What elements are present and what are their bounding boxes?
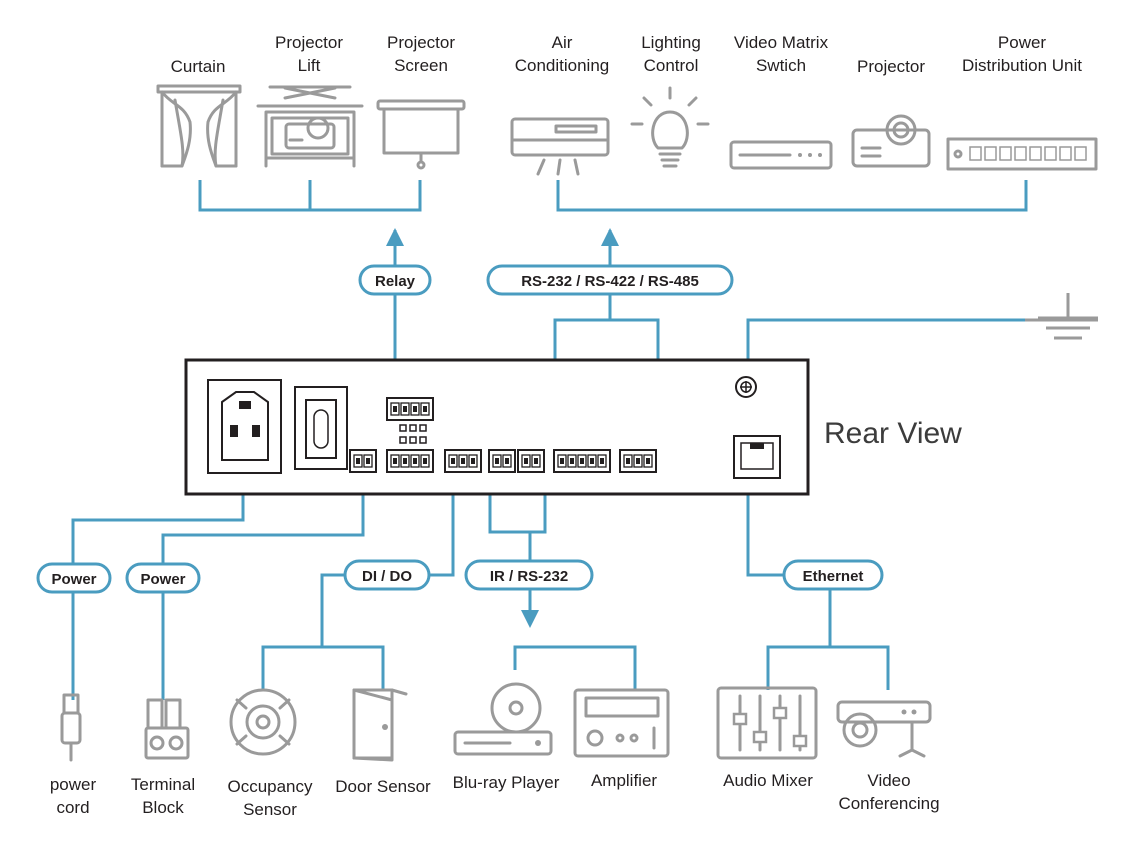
- audio-mixer-label: Audio Mixer: [723, 771, 813, 790]
- terminal-blocks: [349, 397, 657, 473]
- air-conditioner-icon: [510, 117, 610, 176]
- door-sensor-icon: [352, 688, 408, 762]
- pdu-socket: [1044, 146, 1057, 161]
- ethernet-label: Ethernet: [803, 568, 864, 585]
- projector-icon: [851, 114, 931, 168]
- bluray-player-icon: [453, 682, 553, 756]
- amplifier-icon: [573, 688, 670, 758]
- pdu-socket: [1029, 146, 1042, 161]
- video-conferencing-icon: [836, 700, 932, 758]
- relay-terminal-top: [386, 397, 434, 421]
- projector-label: Projector: [857, 57, 925, 76]
- curtain-icon: [156, 84, 242, 168]
- ir-rs232-pill: IR / RS-232: [464, 559, 594, 591]
- power-terminal-pill: Power: [125, 562, 201, 594]
- terminal-block-icon: [144, 698, 190, 760]
- light-bulb-icon: [630, 86, 710, 168]
- serial-terminal-port-2: [619, 449, 657, 473]
- ir-rs232-label: IR / RS-232: [490, 568, 568, 585]
- power-cord-icon: [60, 693, 82, 762]
- pdu-socket: [969, 146, 982, 161]
- door-sensor-label: Door Sensor: [335, 777, 431, 796]
- ir-terminal-port-1: [488, 449, 516, 473]
- pdu-socket: [1074, 146, 1087, 161]
- power-terminal-port: [349, 449, 377, 473]
- dido-terminal-port: [444, 449, 482, 473]
- serial-label: RS-232 / RS-422 / RS-485: [521, 273, 699, 290]
- power-cord-connection-label: Power: [51, 571, 96, 588]
- ground-screw: [735, 376, 757, 398]
- occupancy-sensor-icon: [229, 688, 297, 756]
- pdu-socket: [1014, 146, 1027, 161]
- curtain-label: Curtain: [171, 57, 226, 76]
- video-matrix-switch-icon: [729, 140, 833, 170]
- relay-pin-row: [399, 424, 427, 444]
- projector-lift-icon: [256, 85, 364, 168]
- dido-pill: DI / DO: [343, 559, 431, 591]
- relay-pill: Relay: [358, 264, 432, 296]
- power-terminal-connection-label: Power: [140, 571, 185, 588]
- dido-label: DI / DO: [362, 568, 412, 585]
- audio-mixer-icon: [716, 686, 818, 760]
- pdu-socket: [1059, 146, 1072, 161]
- ground-icon: [1025, 293, 1098, 340]
- amplifier-label: Amplifier: [591, 771, 657, 790]
- bluray-player-label: Blu-ray Player: [453, 773, 560, 792]
- serial-terminal-port: [553, 449, 611, 473]
- power-switch: [294, 386, 348, 470]
- device-rear-panel: Rear View: [184, 358, 962, 496]
- pdu-socket: [984, 146, 997, 161]
- power-cord-pill: Power: [36, 562, 112, 594]
- ac-power-inlet: [207, 379, 282, 474]
- relay-label: Relay: [375, 273, 416, 290]
- power-distribution-unit-icon: [946, 137, 1098, 171]
- projector-screen-icon: [376, 99, 466, 170]
- rear-view-label: Rear View: [824, 417, 962, 450]
- pdu-socket: [999, 146, 1012, 161]
- ir-terminal-port-2: [517, 449, 545, 473]
- ethernet-pill: Ethernet: [782, 559, 884, 591]
- relay-terminal-bottom: [386, 449, 434, 473]
- serial-pill: RS-232 / RS-422 / RS-485: [486, 264, 734, 296]
- ethernet-port: [733, 435, 781, 479]
